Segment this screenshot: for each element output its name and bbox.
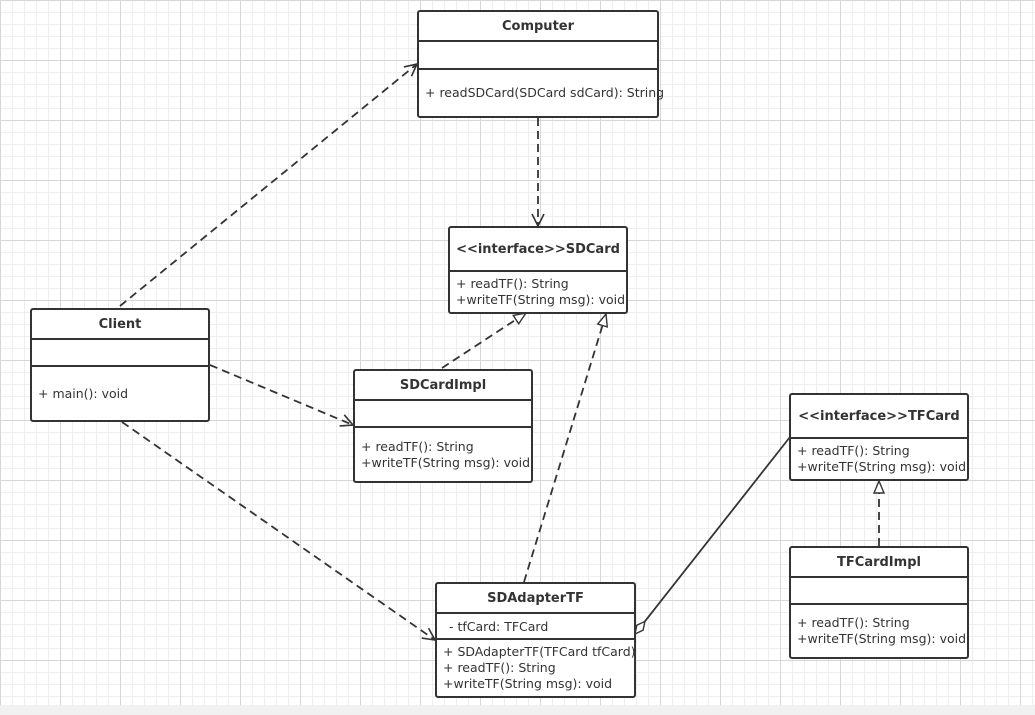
operation: + readTF(): String [443, 660, 556, 675]
class-sdadaptertf[interactable]: SDAdapterTF - tfCard: TFCard + SDAdapter… [435, 582, 636, 698]
class-sdadaptertf-name: SDAdapterTF [437, 584, 634, 614]
operation: + SDAdapterTF(TFCard tfCard) [443, 644, 636, 659]
class-sdcardimpl[interactable]: SDCardImpl + readTF(): String +writeTF(S… [353, 369, 533, 483]
class-sdadaptertf-operations: + SDAdapterTF(TFCard tfCard) + readTF():… [437, 640, 636, 696]
realization-sdcardimpl-sdcard [441, 313, 526, 369]
operation: +writeTF(String msg): void [443, 676, 613, 691]
class-sdcardimpl-operations: + readTF(): String +writeTF(String msg):… [355, 428, 531, 481]
operation: +writeTF(String msg): void [797, 631, 967, 646]
class-sdadaptertf-attributes: - tfCard: TFCard [437, 614, 634, 640]
dependency-client-computer [119, 64, 417, 307]
operation: + readTF(): String [797, 443, 910, 458]
operation: + readTF(): String [797, 615, 910, 630]
class-tfcardimpl[interactable]: TFCardImpl + readTF(): String +writeTF(S… [789, 546, 969, 659]
class-client[interactable]: Client + main(): void [30, 308, 210, 422]
class-tfcardimpl-name: TFCardImpl [791, 548, 967, 578]
operation: + readTF(): String [361, 438, 474, 454]
realization-sdadaptertf-sdcard [523, 314, 606, 583]
class-computer-operations: + readSDCard(SDCard sdCard): String [419, 70, 665, 116]
operation: +writeTF(String msg): void [797, 459, 967, 474]
class-client-name: Client [32, 310, 208, 340]
canvas-bottom-bar [0, 705, 1035, 715]
class-sdcardimpl-name: SDCardImpl [355, 371, 531, 401]
operation: + readSDCard(SDCard sdCard): String [425, 85, 665, 100]
operation: +writeTF(String msg): void [361, 454, 531, 470]
operation: + readTF(): String [456, 276, 569, 291]
class-tfcardimpl-operations: + readTF(): String +writeTF(String msg):… [791, 605, 967, 657]
attribute: - tfCard: TFCard [449, 618, 549, 634]
dependency-client-sdcardimpl [209, 364, 353, 425]
operation: + main(): void [38, 385, 129, 401]
class-client-operations: + main(): void [32, 367, 208, 420]
interface-sdcard[interactable]: <<interface>>SDCard + readTF(): String +… [448, 226, 628, 314]
interface-tfcard-operations: + readTF(): String +writeTF(String msg):… [791, 439, 967, 479]
interface-tfcard-name: <<interface>>TFCard [791, 395, 967, 439]
aggregation-sdadaptertf-tfcard [635, 436, 791, 634]
class-tfcardimpl-attributes [791, 578, 967, 605]
operation: +writeTF(String msg): void [456, 292, 626, 307]
interface-sdcard-name: <<interface>>SDCard [450, 228, 626, 272]
class-sdcardimpl-attributes [355, 401, 531, 428]
class-computer[interactable]: Computer + readSDCard(SDCard sdCard): St… [417, 10, 665, 118]
interface-tfcard[interactable]: <<interface>>TFCard + readTF(): String +… [789, 393, 969, 481]
class-computer-name: Computer [419, 12, 657, 42]
class-computer-attributes [419, 42, 657, 70]
class-client-attributes [32, 340, 208, 367]
dependency-client-sdadaptertf [121, 421, 435, 640]
interface-sdcard-operations: + readTF(): String +writeTF(String msg):… [450, 272, 626, 312]
